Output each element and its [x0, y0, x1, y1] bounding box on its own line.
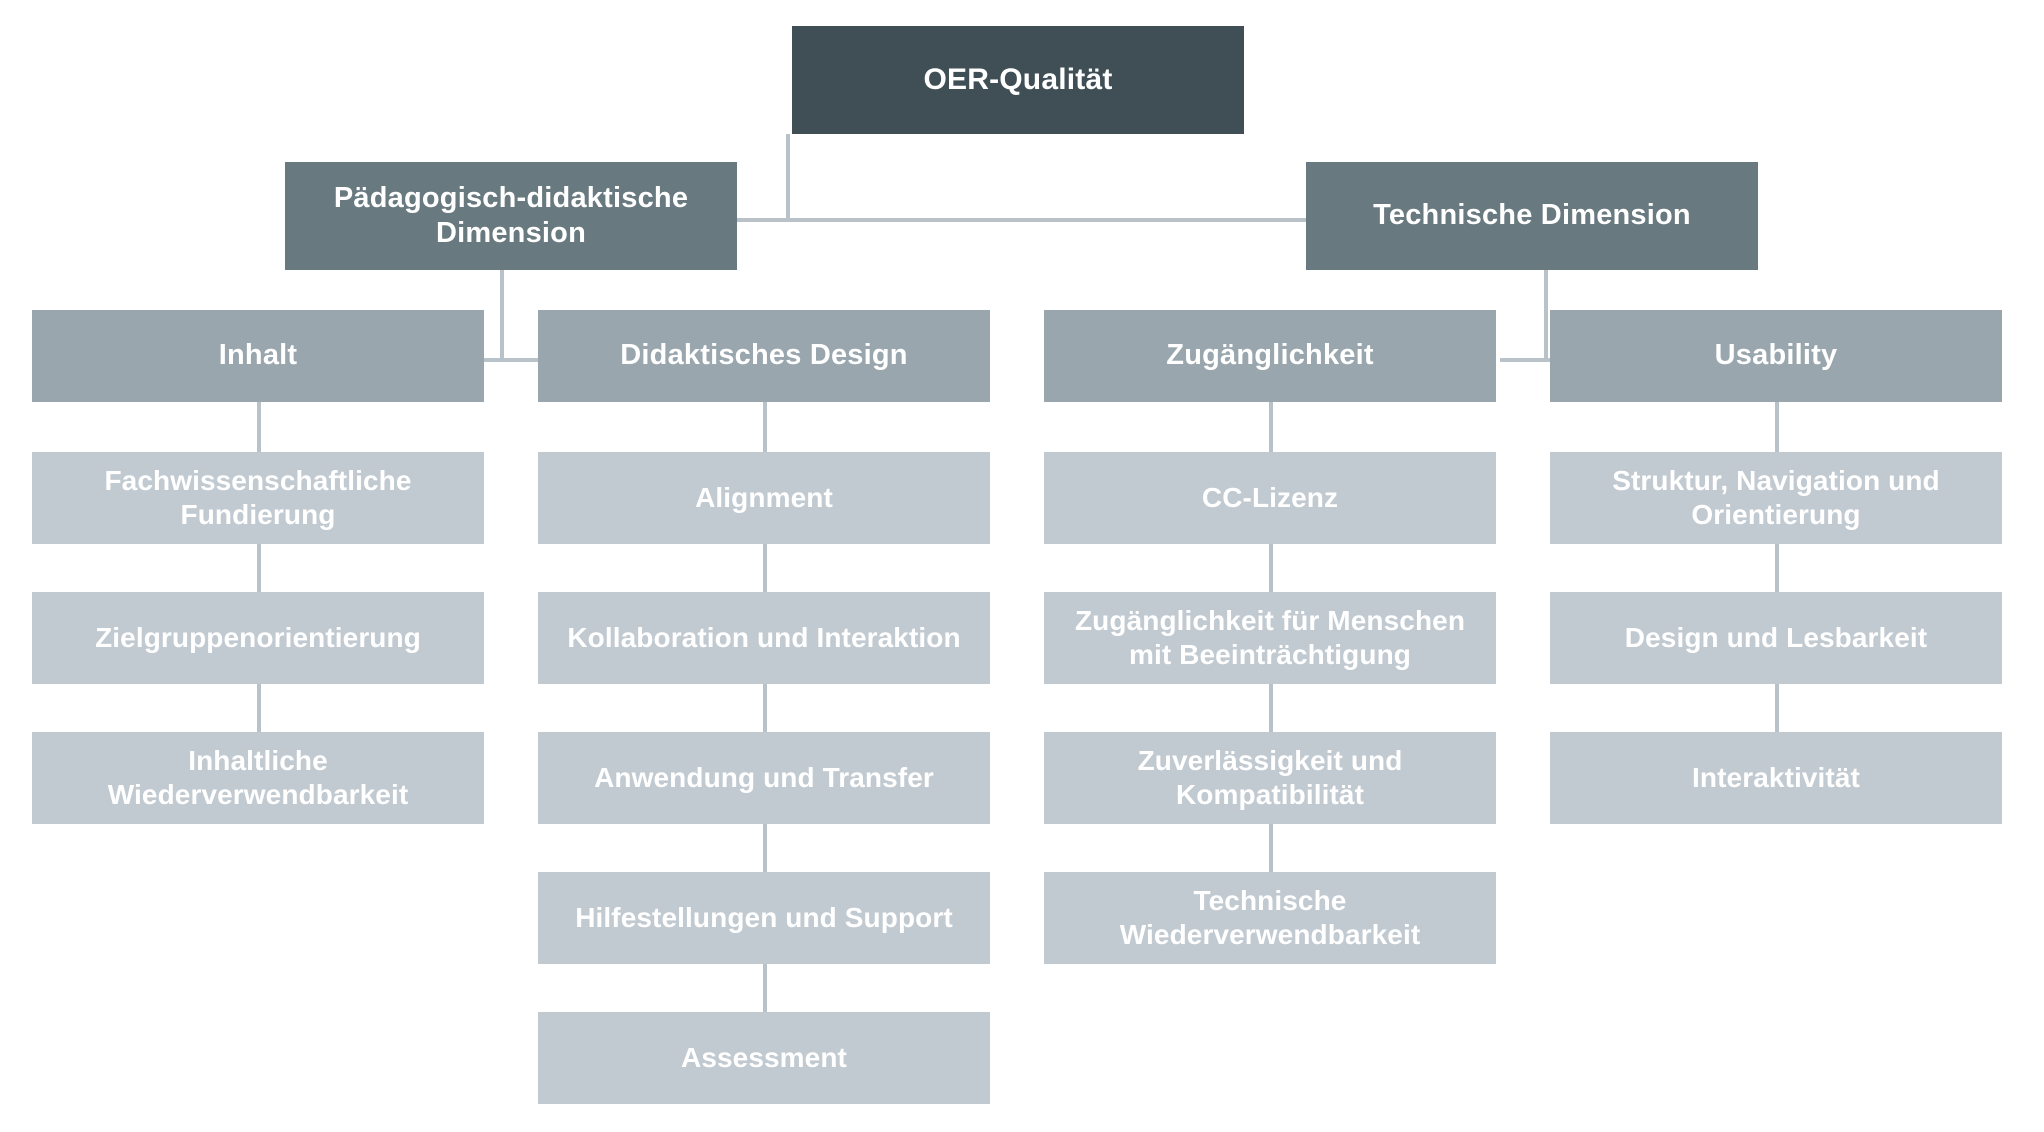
node-leaf-label: Alignment	[695, 481, 833, 513]
node-leaf[interactable]: Interaktivität	[1550, 732, 2002, 824]
node-category-usability[interactable]: Usability	[1550, 310, 2002, 402]
node-leaf[interactable]: CC-Lizenz	[1044, 452, 1496, 544]
node-leaf-label: CC-Lizenz	[1201, 481, 1339, 513]
node-leaf[interactable]: Design und Lesbarkeit	[1550, 592, 2002, 684]
node-leaf-label: Inhaltliche Wiederverwendbarkeit	[107, 744, 409, 810]
node-leaf-label: Zielgruppenorientierung	[95, 621, 421, 653]
connector-column-1-spine	[257, 310, 261, 792]
node-category-usability-label: Usability	[1714, 339, 1838, 372]
node-category-didaktisches-design[interactable]: Didaktisches Design	[538, 310, 990, 402]
node-leaf[interactable]: Anwendung und Transfer	[538, 732, 990, 824]
connector-column-2-spine	[763, 310, 767, 1072]
node-leaf-label: Assessment	[681, 1041, 847, 1073]
node-leaf[interactable]: Inhaltliche Wiederverwendbarkeit	[32, 732, 484, 824]
node-leaf-label: Design und Lesbarkeit	[1624, 621, 1928, 653]
node-category-zugaenglichkeit-label: Zugänglichkeit	[1166, 339, 1374, 372]
node-leaf-label: Anwendung und Transfer	[594, 761, 934, 793]
connector-root-stem	[786, 134, 790, 222]
node-root-label: OER-Qualität	[923, 62, 1113, 96]
node-root[interactable]: OER-Qualität	[792, 26, 1244, 134]
node-leaf-label: Fachwissenschaftliche Fundierung	[104, 464, 412, 530]
connector-left-dimension-stem	[500, 218, 504, 360]
node-dimension-pedagogical[interactable]: Pädagogisch-didaktische Dimension	[285, 162, 737, 270]
node-leaf[interactable]: Kollaboration und Interaktion	[538, 592, 990, 684]
node-leaf[interactable]: Technische Wiederverwendbarkeit	[1044, 872, 1496, 964]
connector-left-column-bus	[380, 358, 630, 362]
node-leaf-label: Interaktivität	[1692, 761, 1860, 793]
node-category-inhalt-label: Inhalt	[218, 339, 298, 372]
node-leaf-label: Kollaboration und Interaktion	[567, 621, 961, 653]
connector-right-dimension-stem	[1544, 218, 1548, 360]
node-leaf-label: Zugänglichkeit für Menschen mit Beeinträ…	[1074, 604, 1466, 670]
node-leaf[interactable]: Assessment	[538, 1012, 990, 1104]
node-category-didaktisches-design-label: Didaktisches Design	[620, 339, 908, 372]
node-leaf-label: Zuverlässigkeit und Kompatibilität	[1137, 744, 1403, 810]
connector-dimension-bus	[566, 218, 1306, 222]
node-leaf[interactable]: Zuverlässigkeit und Kompatibilität	[1044, 732, 1496, 824]
node-leaf[interactable]: Zugänglichkeit für Menschen mit Beeinträ…	[1044, 592, 1496, 684]
node-dimension-technical-label: Technische Dimension	[1373, 199, 1691, 232]
node-leaf-label: Hilfestellungen und Support	[575, 901, 953, 933]
node-leaf[interactable]: Zielgruppenorientierung	[32, 592, 484, 684]
node-dimension-technical[interactable]: Technische Dimension	[1306, 162, 1758, 270]
node-dimension-pedagogical-label: Pädagogisch-didaktische Dimension	[333, 181, 689, 249]
node-leaf[interactable]: Alignment	[538, 452, 990, 544]
node-leaf[interactable]: Hilfestellungen und Support	[538, 872, 990, 964]
node-category-inhalt[interactable]: Inhalt	[32, 310, 484, 402]
node-leaf[interactable]: Struktur, Navigation und Orientierung	[1550, 452, 2002, 544]
node-leaf-label: Struktur, Navigation und Orientierung	[1612, 464, 1940, 530]
node-leaf-label: Technische Wiederverwendbarkeit	[1119, 884, 1421, 950]
node-category-zugaenglichkeit[interactable]: Zugänglichkeit	[1044, 310, 1496, 402]
connector-column-4-spine	[1775, 310, 1779, 792]
node-leaf[interactable]: Fachwissenschaftliche Fundierung	[32, 452, 484, 544]
